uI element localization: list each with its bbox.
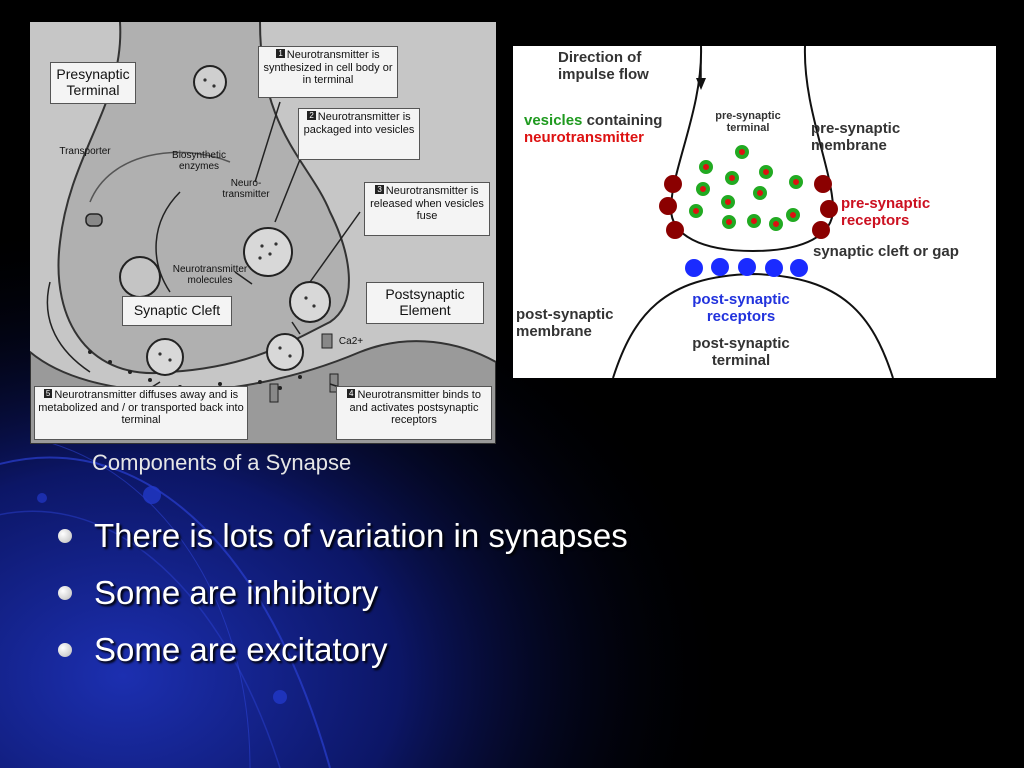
neurotransmitter-molecules-label: Neurotransmitter molecules xyxy=(172,264,248,286)
postsynaptic-element-label: Postsynaptic Element xyxy=(366,282,484,324)
bullet-item: There is lots of variation in synapses xyxy=(58,512,628,569)
post-synaptic-terminal-label: post-synaptic terminal xyxy=(692,335,790,369)
bullet-dot-icon xyxy=(58,586,72,600)
bullet-dot-icon xyxy=(58,643,72,657)
pre-synaptic-membrane-label: pre-synaptic membrane xyxy=(811,120,901,154)
transporter-label: Transporter xyxy=(59,146,111,157)
pre-synaptic-terminal-label: pre-synaptic terminal xyxy=(715,110,781,135)
calcium-label: Ca2+ xyxy=(338,336,364,347)
vesicles-label: vesicles containing neurotransmitter xyxy=(524,112,663,146)
neurotransmitter-small-label: Neuro-transmitter xyxy=(222,178,270,200)
synapse-schematic: Direction of impulse flow vesicles conta… xyxy=(513,46,996,378)
bullet-item: Some are inhibitory xyxy=(58,569,628,626)
biosynthetic-enzymes-label: Biosynthetic enzymes xyxy=(172,150,226,172)
bullet-item: Some are excitatory xyxy=(58,626,628,683)
post-synaptic-receptors-label: post-synaptic receptors xyxy=(692,291,790,325)
diagram-caption: Components of a Synapse xyxy=(92,450,352,475)
impulse-direction-label: Direction of impulse flow xyxy=(558,49,649,83)
post-synaptic-membrane-label: post-synaptic membrane xyxy=(516,306,614,340)
synaptic-cleft-label: Synaptic Cleft xyxy=(122,296,232,326)
synaptic-cleft-gap-label: synaptic cleft or gap xyxy=(813,243,959,260)
pre-synaptic-receptors-label: pre-synaptic receptors xyxy=(841,195,931,229)
bullet-dot-icon xyxy=(58,529,72,543)
synapse-schematic-drawing xyxy=(612,46,894,378)
synapse-components-diagram: Presynaptic Terminal Transporter Biosynt… xyxy=(30,22,496,444)
bullet-list: There is lots of variation in synapses S… xyxy=(58,512,628,683)
presynaptic-terminal-label: Presynaptic Terminal xyxy=(50,62,136,104)
